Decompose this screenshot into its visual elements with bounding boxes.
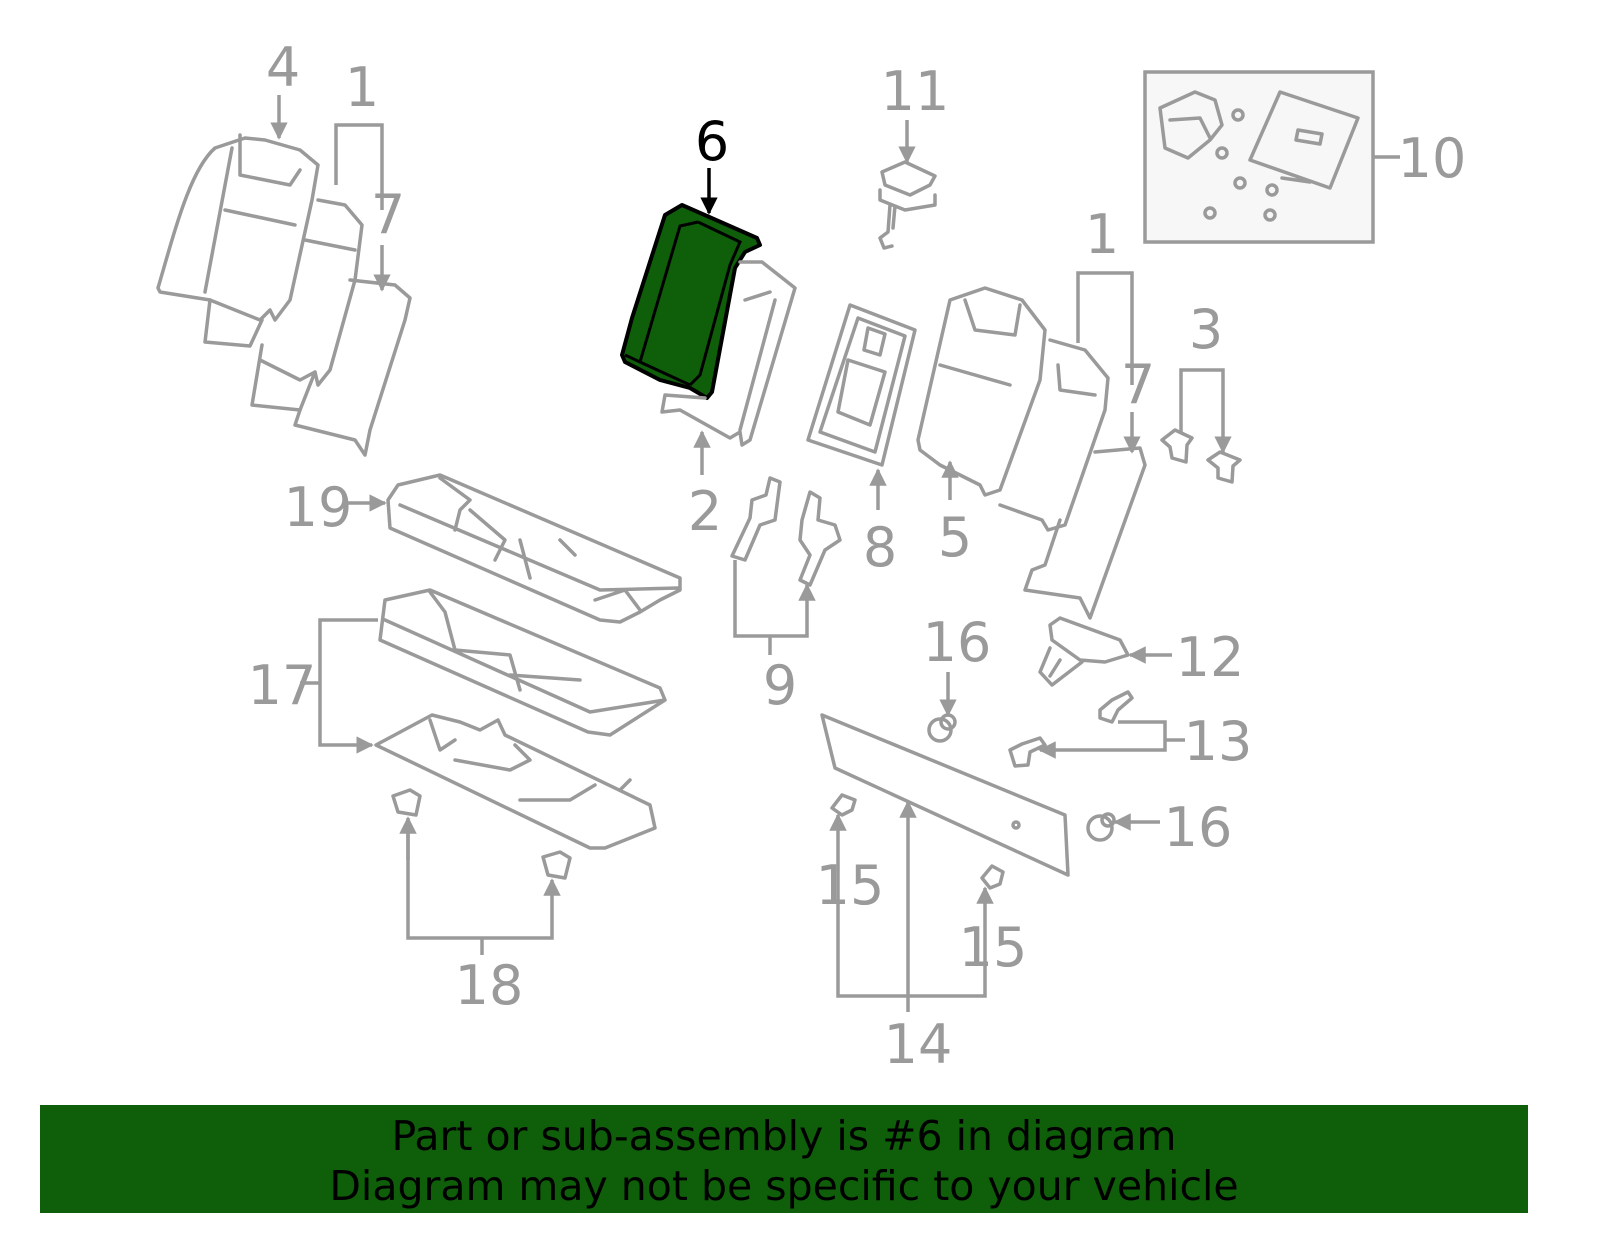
callout-6-highlighted: 6: [695, 110, 729, 173]
callout-12: 12: [1176, 626, 1245, 689]
callout-17: 17: [248, 654, 317, 717]
part-10-kit-box: [1143, 70, 1400, 244]
callout-1: 1: [345, 56, 379, 119]
callout-18: 18: [455, 954, 524, 1017]
callout-3: 3: [1189, 298, 1223, 361]
banner-line-2: Diagram may not be specific to your vehi…: [329, 1162, 1239, 1210]
part-9: [730, 476, 842, 587]
callout-9: 9: [763, 654, 797, 717]
callout-labels: 4 1 7 6 11 10 1 3 7 19 2 8 5 16 12 17 9 …: [248, 36, 1467, 1076]
callout-19: 19: [284, 476, 353, 539]
callout-15: 15: [959, 916, 1028, 979]
callout-7: 7: [371, 183, 405, 246]
callout-11: 11: [881, 60, 950, 123]
info-banner: Part or sub-assembly is #6 in diagram Di…: [40, 1105, 1528, 1213]
callout-16: 16: [1164, 796, 1233, 859]
callout-10: 10: [1398, 127, 1467, 190]
part-8: [806, 303, 917, 467]
callout-13: 13: [1184, 710, 1253, 773]
callout-4: 4: [266, 36, 300, 99]
part-18: [391, 788, 572, 880]
part-14: [820, 713, 1070, 877]
part-14-hole: [1011, 820, 1021, 830]
highlighted-part-6: [620, 203, 762, 400]
leader-lines: [270, 95, 1232, 1012]
callout-14: 14: [884, 1013, 953, 1076]
callout-2: 2: [688, 480, 722, 543]
callout-5: 5: [938, 506, 972, 569]
callout-8: 8: [863, 516, 897, 579]
banner-line-1: Part or sub-assembly is #6 in diagram: [391, 1112, 1177, 1160]
part-2: [660, 260, 797, 447]
callout-15: 15: [816, 854, 885, 917]
callout-7: 7: [1121, 353, 1155, 416]
part-17: [378, 588, 667, 737]
part-12: [1038, 616, 1130, 687]
left-seatback-part: [156, 133, 412, 457]
part-3: [1160, 428, 1242, 484]
callout-16: 16: [923, 611, 992, 674]
part-11: [878, 160, 937, 250]
part-19: [386, 473, 682, 624]
callout-1: 1: [1085, 203, 1119, 266]
part-17-lower: [374, 713, 657, 850]
